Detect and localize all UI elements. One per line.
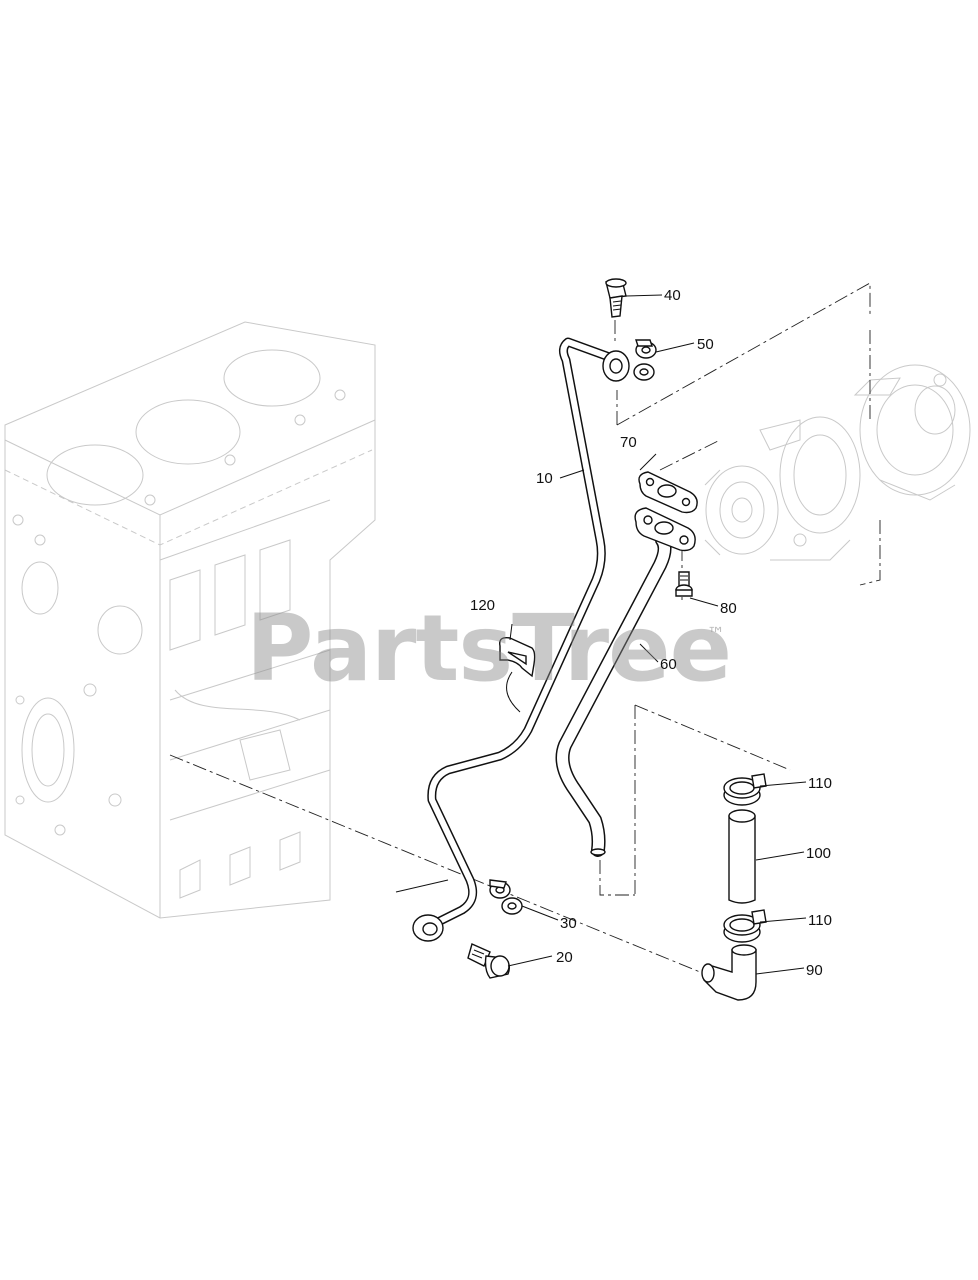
hose-clamp-110-upper[interactable] bbox=[723, 773, 767, 806]
hose-clamp-110-lower[interactable] bbox=[723, 909, 767, 943]
clip-120[interactable] bbox=[499, 636, 536, 713]
elbow-hose-90[interactable] bbox=[701, 944, 757, 1001]
banjo-bolt-20[interactable] bbox=[467, 943, 511, 979]
hose-100[interactable] bbox=[728, 809, 756, 904]
engine-block-ghost bbox=[4, 321, 376, 919]
oil-pipe-10[interactable] bbox=[412, 337, 630, 942]
bolt-80[interactable] bbox=[675, 571, 693, 597]
callout-20[interactable]: 20 bbox=[556, 949, 573, 966]
gasket-70[interactable] bbox=[638, 471, 698, 514]
callout-30[interactable]: 30 bbox=[560, 915, 577, 932]
callout-50[interactable]: 50 bbox=[697, 336, 714, 353]
direction-arrow bbox=[395, 879, 449, 893]
callout-120[interactable]: 120 bbox=[470, 597, 495, 614]
callout-80[interactable]: 80 bbox=[720, 600, 737, 617]
phantom-lines bbox=[169, 282, 881, 973]
callout-40[interactable]: 40 bbox=[664, 287, 681, 304]
callout-110-lower[interactable]: 110 bbox=[808, 912, 832, 929]
washers-50[interactable] bbox=[633, 339, 657, 381]
callout-90[interactable]: 90 bbox=[806, 962, 823, 979]
leader-lines bbox=[507, 294, 807, 975]
watermark-trademark: ™ bbox=[707, 624, 725, 645]
banjo-bolt-40[interactable] bbox=[605, 278, 627, 318]
washers-30[interactable] bbox=[489, 879, 523, 915]
watermark-logo: PartsTree bbox=[246, 595, 731, 702]
callout-labels: 40 50 10 70 80 120 60 110 100 110 90 30 … bbox=[470, 287, 832, 979]
callout-70[interactable]: 70 bbox=[620, 434, 637, 451]
callout-10[interactable]: 10 bbox=[536, 470, 553, 487]
callout-110-upper[interactable]: 110 bbox=[808, 775, 832, 792]
callout-100[interactable]: 100 bbox=[806, 845, 831, 862]
turbocharger-ghost bbox=[704, 364, 971, 561]
return-pipe-60[interactable] bbox=[555, 507, 696, 857]
callout-60[interactable]: 60 bbox=[660, 656, 677, 673]
